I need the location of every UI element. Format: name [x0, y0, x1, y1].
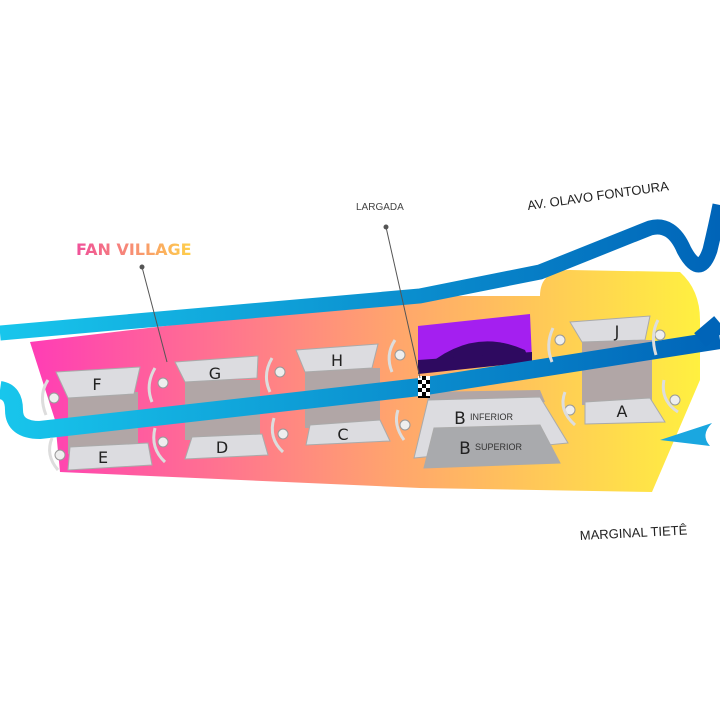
stand-c-label: C	[337, 425, 348, 444]
start-line-checkered	[418, 376, 430, 398]
av-olavo-fontoura-label: AV. OLAVO FONTOURA	[526, 178, 670, 213]
stand-g-label: G	[209, 364, 221, 383]
av-olavo-fontoura-road	[0, 203, 720, 341]
stand-j-label: J	[614, 322, 620, 341]
stand-e[interactable]	[67, 442, 153, 471]
direction-arrow-icon	[660, 423, 712, 446]
stand-h[interactable]	[295, 343, 379, 373]
race-track	[0, 331, 720, 440]
stand-d[interactable]	[184, 433, 269, 460]
stand-b-superior[interactable]	[423, 424, 561, 469]
stand-f-label: F	[92, 375, 101, 394]
stand-a-label: A	[617, 402, 628, 421]
stand-d-label: D	[216, 438, 228, 457]
stand-c[interactable]	[305, 419, 391, 446]
stand-b-superior-letter: B	[459, 439, 471, 459]
fan-village-label[interactable]: FAN VILLAGE	[76, 240, 192, 259]
stand-h-label: H	[331, 351, 343, 370]
stand-j[interactable]	[569, 315, 651, 343]
stand-e-label: E	[98, 448, 108, 467]
stand-g[interactable]	[174, 355, 259, 383]
paddock-building	[418, 314, 532, 374]
stand-b-inferior-letter: B	[454, 409, 466, 429]
stand-b-superior-label: SUPERIOR	[475, 442, 523, 452]
stand-b-inferior-label: INFERIOR	[470, 412, 514, 422]
largada-label: LARGADA	[356, 202, 404, 213]
marginal-tiete-label: MARGINAL TIETÊ	[579, 522, 688, 543]
stand-f[interactable]	[55, 366, 141, 399]
stand-a[interactable]	[584, 397, 666, 425]
